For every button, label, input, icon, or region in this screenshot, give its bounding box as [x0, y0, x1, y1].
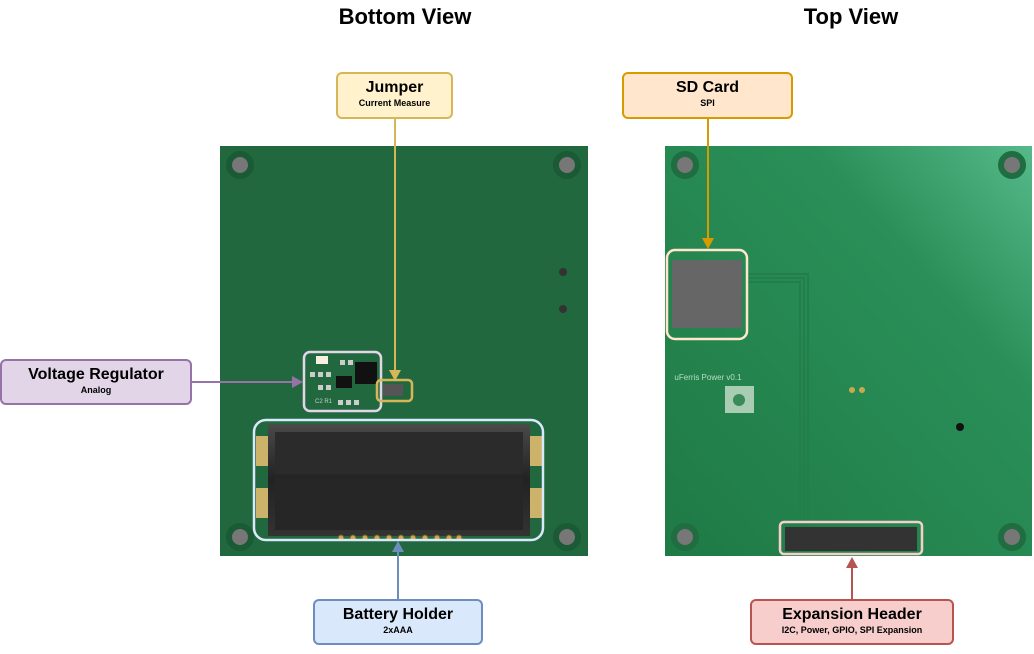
mount-hole-icon	[553, 151, 581, 179]
regulator-callout: Voltage Regulator Analog	[0, 359, 192, 405]
battery-title: Battery Holder	[342, 606, 454, 623]
battery-subtitle: 2xAAA	[383, 625, 413, 635]
top-board: uFerris Power v0.1	[665, 146, 1032, 556]
mount-hole-icon	[998, 523, 1026, 551]
mount-hole-icon	[553, 523, 581, 551]
jumper-title: Jumper	[365, 79, 424, 96]
battery-callout: Battery Holder 2xAAA	[313, 599, 483, 645]
sdcard-subtitle: SPI	[700, 98, 715, 108]
header-title: Expansion Header	[782, 606, 922, 623]
silkscreen-label: uFerris Power v0.1	[674, 373, 742, 382]
sdcard-callout: SD Card SPI	[622, 72, 793, 119]
bottom-view-title: Bottom View	[338, 4, 472, 29]
mount-hole-icon	[226, 523, 254, 551]
jumper-callout: Jumper Current Measure	[336, 72, 453, 119]
ref-label: C2 R1	[315, 399, 333, 405]
sdcard-title: SD Card	[675, 79, 740, 96]
mount-hole-icon	[671, 523, 699, 551]
mount-hole-icon	[998, 151, 1026, 179]
mount-hole-icon	[226, 151, 254, 179]
header-callout: Expansion Header I2C, Power, GPIO, SPI E…	[750, 599, 954, 645]
bottom-board: C2 R1	[220, 146, 588, 556]
top-view-title: Top View	[803, 4, 899, 29]
jumper-subtitle: Current Measure	[358, 98, 431, 108]
regulator-title: Voltage Regulator	[28, 366, 164, 383]
mount-hole-icon	[671, 151, 699, 179]
header-subtitle: I2C, Power, GPIO, SPI Expansion	[781, 625, 923, 635]
regulator-subtitle: Analog	[80, 385, 112, 395]
expansion-header	[785, 527, 917, 551]
